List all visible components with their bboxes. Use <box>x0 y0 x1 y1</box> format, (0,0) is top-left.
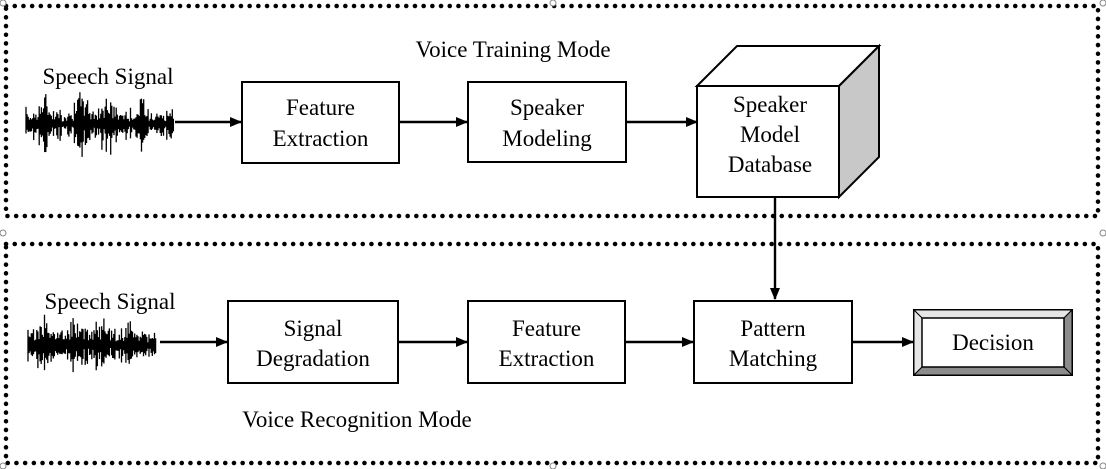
recognition-feature-extraction-box <box>467 300 626 384</box>
recognition-feature-extraction-line1: Feature <box>512 316 581 341</box>
signal-degradation-line2: Degradation <box>256 346 370 371</box>
signal-degradation-line1: Signal <box>284 316 343 341</box>
speaker-model-database-cube <box>694 43 882 200</box>
speaker-modeling-box <box>467 81 627 163</box>
database-line1: Speaker <box>733 92 807 117</box>
pattern-matching-box <box>693 300 853 384</box>
decision-box <box>912 308 1074 377</box>
waveform-trace <box>25 92 175 157</box>
database-line2: Model <box>740 122 800 147</box>
recognition-mode-frame <box>3 241 1101 466</box>
training-feature-extraction-line1: Feature <box>286 95 355 120</box>
training-speech-waveform-icon <box>25 92 175 157</box>
training-feature-extraction-box <box>241 81 400 164</box>
pattern-matching-line1: Pattern <box>740 316 806 341</box>
pattern-matching-line2: Matching <box>729 346 818 371</box>
recognition-feature-extraction-line2: Extraction <box>499 346 595 371</box>
training-mode-title: Voice Training Mode <box>415 37 610 62</box>
training-speech-label: Speech Signal <box>43 64 174 89</box>
recognition-speech-label: Speech Signal <box>45 289 176 314</box>
signal-degradation-box <box>227 300 399 384</box>
speaker-modeling-line2: Modeling <box>502 126 592 151</box>
recognition-speech-waveform-icon <box>27 314 157 373</box>
waveform-trace <box>27 314 157 373</box>
database-line3: Database <box>728 152 812 177</box>
recognition-mode-title: Voice Recognition Mode <box>242 407 472 432</box>
decision-label: Decision <box>952 330 1034 355</box>
speaker-modeling-line1: Speaker <box>510 95 584 120</box>
training-feature-extraction-line2: Extraction <box>273 126 369 151</box>
